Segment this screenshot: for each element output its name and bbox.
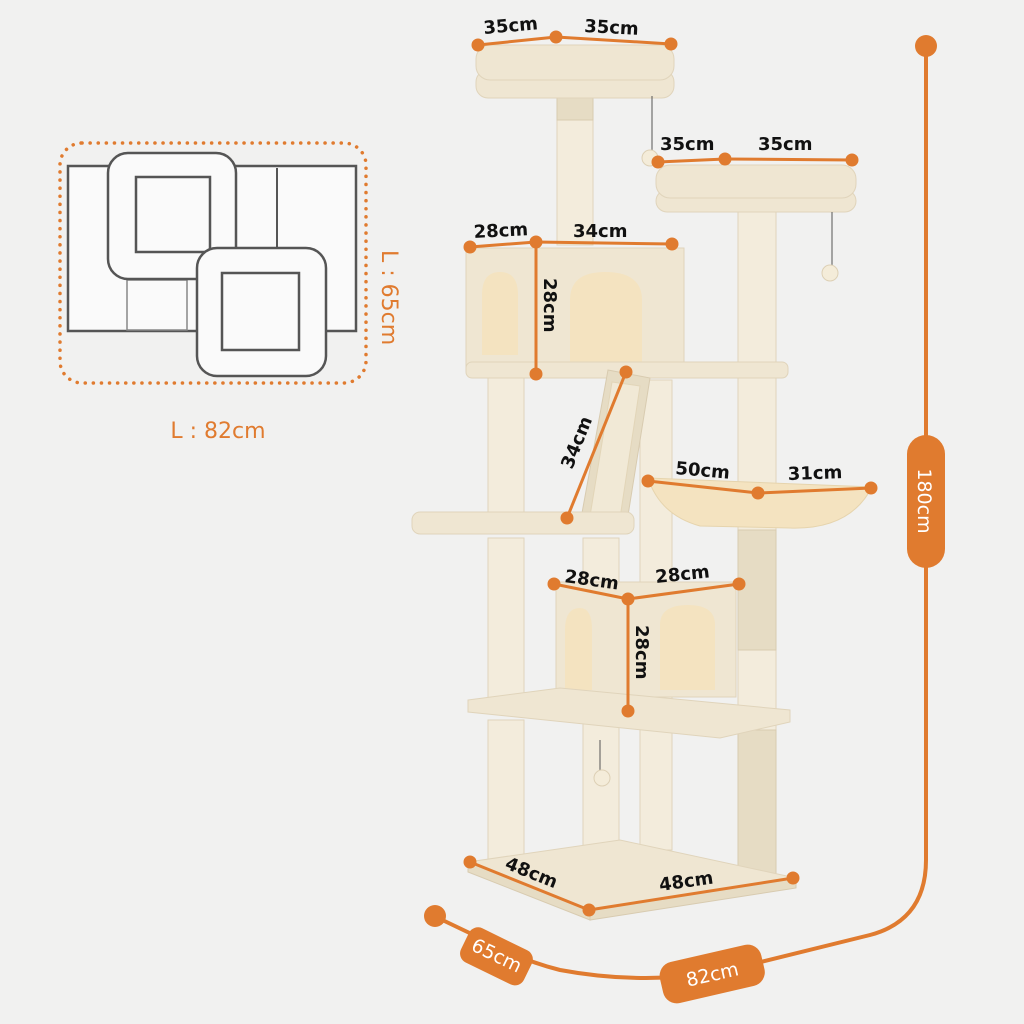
dimension-labels: 35cm 35cm 35cm 35cm 28cm 34cm 28cm 34cm …: [473, 13, 842, 896]
upper-condo-depth-dim: 28cm: [473, 219, 529, 243]
footprint-depth-label: L : 65cm: [376, 250, 401, 345]
overall-height-label: 180cm: [913, 468, 935, 533]
lower-condo: [555, 581, 737, 698]
footprint-diagram: L : 65cm L : 82cm: [58, 141, 401, 444]
top-perch-left-dim: 35cm: [483, 13, 539, 39]
upper-condo-width-dim: 34cm: [573, 221, 627, 242]
depth-endpoint-dot: [424, 905, 446, 927]
hammock-width-dim: 50cm: [675, 458, 731, 484]
left-platform: [411, 511, 635, 535]
height-pill: [907, 435, 945, 568]
second-perch-right-dim: 35cm: [758, 134, 812, 155]
second-perch: [655, 164, 857, 213]
upper-condo: [465, 247, 789, 379]
height-endpoint-dot: [915, 35, 937, 57]
top-perch-right-dim: 35cm: [584, 16, 640, 40]
hammock-depth-dim: 31cm: [787, 462, 842, 485]
cat-tree: [411, 44, 873, 921]
depth-pill: [460, 927, 533, 986]
upper-condo-height-dim: 28cm: [539, 278, 560, 332]
footprint-width-label: L : 82cm: [170, 419, 265, 444]
base-platform: [466, 839, 797, 921]
top-perch: [475, 44, 675, 99]
lower-condo-height-dim: 28cm: [631, 625, 652, 679]
width-pill: [659, 944, 765, 1004]
dimension-lines: [463, 30, 878, 917]
footprint-dotted-outline: [58, 141, 368, 385]
second-perch-left-dim: 35cm: [660, 134, 714, 155]
